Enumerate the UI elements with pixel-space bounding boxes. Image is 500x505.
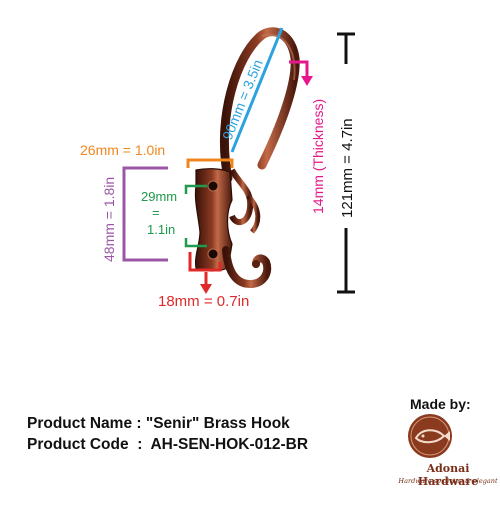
plate-height-dimension: 48mm = 1.8in xyxy=(101,166,168,262)
thickness-label: 14mm (Thickness) xyxy=(310,99,326,214)
plate-width-dimension: 26mm = 1.0in xyxy=(80,142,234,168)
product-name-label: Product Name xyxy=(27,415,133,432)
thickness-dimension: 14mm (Thickness) xyxy=(289,60,326,214)
product-code-value: AH-SEN-HOK-012-BR xyxy=(150,436,309,453)
product-name-row: Product Name : "Senir" Brass Hook xyxy=(27,415,290,432)
plate-width-label: 26mm = 1.0in xyxy=(80,142,165,158)
brand-tagline: Hardware so divine & elegant xyxy=(398,477,498,485)
brand-name: Adonai Hardware xyxy=(417,462,479,488)
made-by-label: Made by: xyxy=(410,396,471,412)
plate-height-label: 48mm = 1.8in xyxy=(101,177,117,262)
projection-label: 18mm = 0.7in xyxy=(158,293,249,310)
brand-logo xyxy=(408,414,452,458)
projection-dimension: 18mm = 0.7in xyxy=(158,252,249,310)
product-code-row: Product Code : AH-SEN-HOK-012-BR xyxy=(27,436,309,453)
product-info: Product Name : "Senir" Brass Hook Produc… xyxy=(27,413,308,455)
product-name-value: "Senir" Brass Hook xyxy=(145,415,290,432)
hole-spacing-dimension: 29mm = 1.1in xyxy=(141,184,207,248)
height-label: 121mm = 4.7in xyxy=(339,118,356,218)
hole-spacing-bottom: 1.1in xyxy=(147,222,175,237)
hole-spacing-top: 29mm xyxy=(141,189,177,204)
hole-spacing-eq: = xyxy=(152,205,160,220)
height-dimension: 121mm = 4.7in xyxy=(337,32,356,294)
product-code-label: Product Code xyxy=(27,436,129,453)
